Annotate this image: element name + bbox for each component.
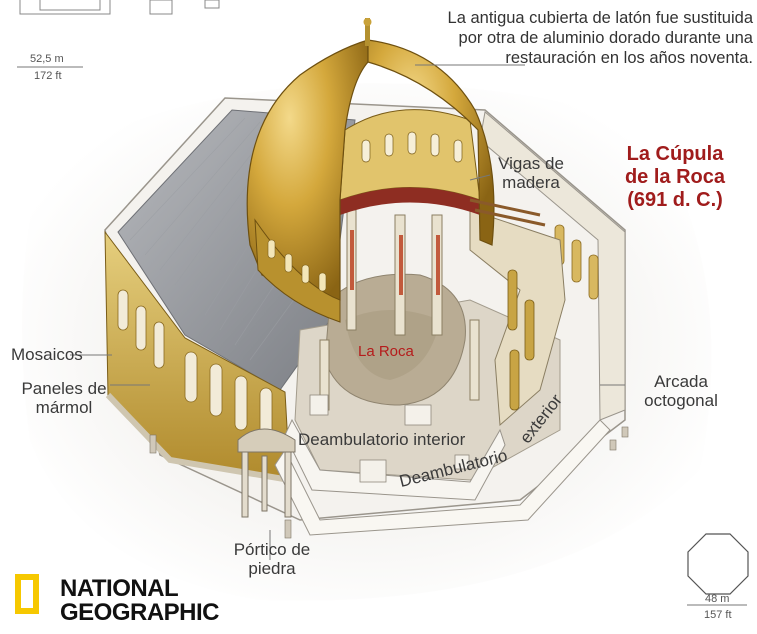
logo-geographic: GEOGRAPHIC: [60, 599, 220, 626]
label-portico: Pórtico de piedra: [222, 540, 322, 578]
label-line: piedra: [248, 559, 296, 578]
note-line: restauración en los años noventa.: [505, 49, 753, 67]
label-line: madera: [502, 173, 560, 192]
label-vigas: Vigas de madera: [491, 154, 571, 192]
label-deambulatorio-interior: Deambulatorio interior: [298, 430, 466, 449]
label-arcada: Arcada octogonal: [633, 372, 729, 410]
label-line: octogonal: [644, 391, 718, 410]
label-line: Vigas de: [498, 154, 564, 173]
label-line: Paneles de: [21, 379, 107, 398]
title-line: La Cúpula: [626, 143, 724, 165]
octagon-plan-icon: [687, 533, 749, 595]
label-mosaicos: Mosaicos: [11, 345, 83, 364]
octagonal-arcade: [469, 209, 566, 427]
scale-bottom-feet: 157 ft: [704, 609, 732, 621]
title-line: (691 d. C.): [627, 189, 723, 211]
floor-plan-fragment: [19, 0, 220, 15]
scale-top-feet: 172 ft: [34, 70, 62, 82]
note-line: La antigua cubierta de latón fue sustitu…: [447, 9, 753, 27]
main-title: La Cúpula de la Roca (691 d. C.): [600, 143, 750, 212]
dome-finial: [365, 18, 370, 46]
label-line: Pórtico de: [233, 540, 311, 559]
label-line: Arcada: [654, 372, 708, 391]
scale-bottom-meters: 48 m: [705, 593, 730, 605]
title-line: de la Roca: [624, 166, 726, 188]
scale-top-meters: 52,5 m: [30, 53, 64, 65]
note-text: La antigua cubierta de latón fue sustitu…: [360, 8, 753, 68]
stone-portico: [237, 428, 296, 518]
yellow-rectangle-border-icon: [15, 574, 39, 614]
label-line: mármol: [35, 398, 93, 417]
logo-national: NATIONAL: [60, 575, 179, 602]
label-la-roca: La Roca: [358, 343, 414, 360]
note-line: por otra de aluminio dorado durante una: [458, 29, 753, 47]
label-paneles: Paneles de mármol: [14, 379, 114, 417]
